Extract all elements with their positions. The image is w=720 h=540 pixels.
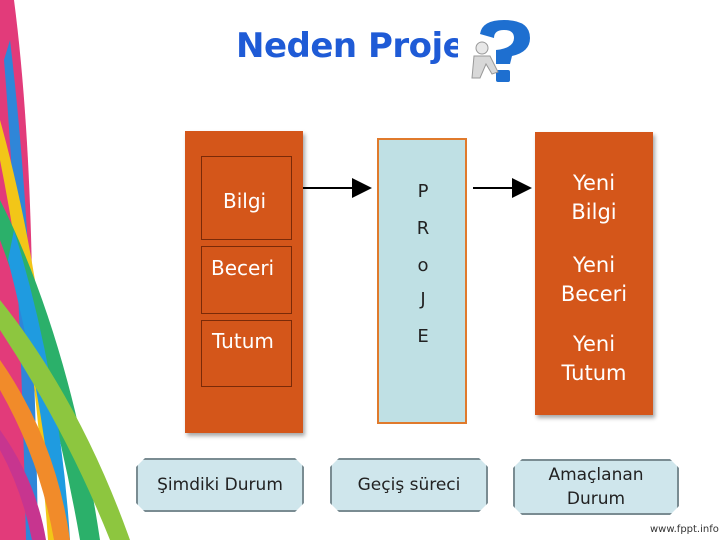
output-line: Yeni bbox=[572, 253, 616, 277]
proje-letter: J bbox=[420, 289, 426, 310]
page-title: Neden Proje bbox=[236, 26, 458, 66]
output-yeni-tutum: Yeni Tutum bbox=[535, 330, 653, 388]
stage-label: Durum bbox=[566, 489, 626, 509]
stage-target: Amaçlanan Durum bbox=[513, 459, 679, 515]
input-box-tutum: Tutum bbox=[201, 320, 292, 387]
output-line: Tutum bbox=[561, 361, 627, 385]
input-label: Bilgi bbox=[223, 189, 267, 213]
footer-url[interactable]: www.fppt.info bbox=[650, 524, 719, 535]
input-label: Beceri bbox=[211, 256, 275, 280]
output-line: Yeni bbox=[572, 332, 616, 356]
proje-letter: o bbox=[417, 255, 429, 276]
output-line: Beceri bbox=[560, 282, 628, 306]
proje-letter: E bbox=[417, 326, 429, 347]
output-line: Bilgi bbox=[571, 200, 617, 224]
stage-label: Amaçlanan bbox=[548, 465, 644, 485]
proje-letter: R bbox=[416, 218, 430, 239]
proje-panel bbox=[377, 138, 467, 424]
decorative-ribbons bbox=[0, 0, 130, 540]
input-box-beceri: Beceri bbox=[201, 246, 292, 314]
outputs-panel bbox=[535, 132, 653, 415]
stage-label: Geçiş süreci bbox=[357, 475, 461, 495]
input-label: Tutum bbox=[212, 329, 274, 353]
stage-label: Şimdiki Durum bbox=[157, 475, 283, 495]
output-yeni-beceri: Yeni Beceri bbox=[535, 251, 653, 309]
output-line: Yeni bbox=[572, 171, 616, 195]
output-yeni-bilgi: Yeni Bilgi bbox=[535, 169, 653, 227]
input-box-bilgi: Bilgi bbox=[201, 156, 292, 240]
question-mark-person-icon bbox=[471, 20, 530, 82]
stage-transition: Geçiş süreci bbox=[330, 458, 488, 512]
stage-current: Şimdiki Durum bbox=[136, 458, 304, 512]
proje-letter: P bbox=[417, 181, 429, 202]
